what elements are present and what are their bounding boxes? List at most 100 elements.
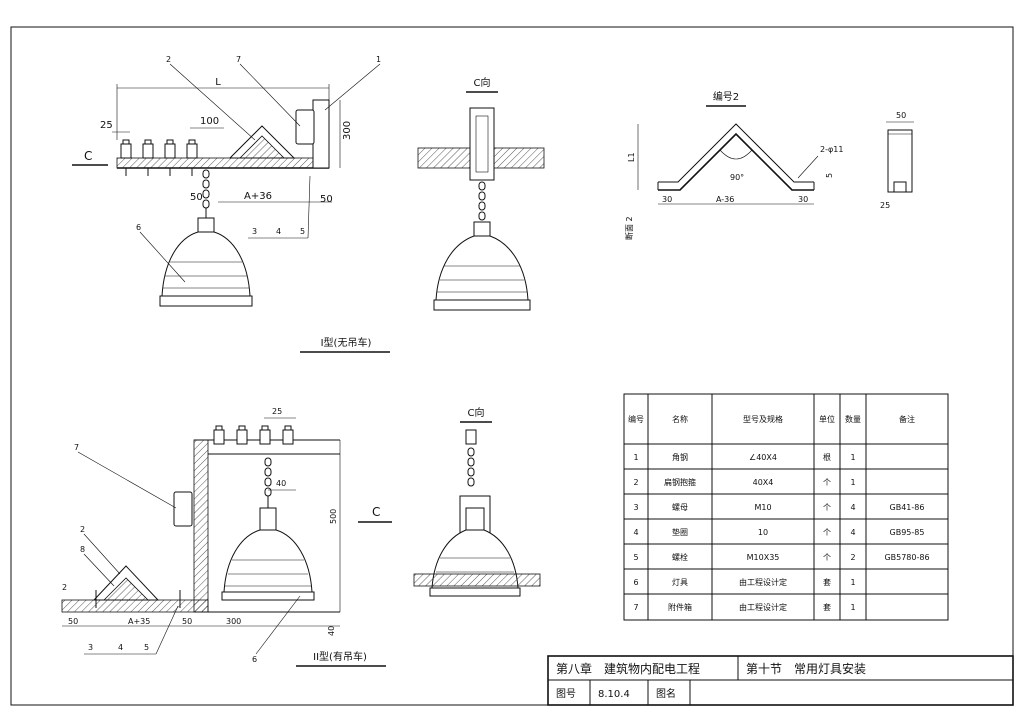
callout-7: 7 (236, 55, 241, 64)
table-header-cell: 名称 (672, 414, 688, 424)
wall-plate (312, 99, 330, 169)
callout-ii-4: 4 (118, 643, 123, 652)
table-cell: 5 (633, 553, 638, 562)
callout-3: 3 (252, 227, 257, 236)
drawing-name-label: 图名 (656, 687, 676, 700)
table-cell: 螺母 (672, 502, 688, 512)
dim-ii-40: 40 (276, 479, 286, 488)
table-cell: 1 (850, 578, 855, 587)
view-c-top: C向 (417, 76, 545, 311)
table-cell: 1 (850, 478, 855, 487)
section-letter-c-ii: C (372, 505, 380, 519)
table-cell: ∠40X4 (749, 453, 777, 462)
beam-section (116, 157, 330, 169)
table-cell: 由工程设计定 (739, 577, 787, 587)
chain (202, 169, 210, 218)
callout-2: 2 (166, 55, 171, 64)
bottom-beam (61, 599, 209, 613)
clamp-detail: 50 25 (880, 111, 914, 210)
dim-50b: 50 (320, 194, 333, 205)
table-cell: 个 (823, 553, 831, 562)
part2-angle: 90° (730, 173, 744, 182)
bolt-row (120, 139, 198, 176)
callout-1: 1 (376, 55, 381, 64)
table-cell: 螺栓 (672, 552, 688, 562)
dim-ii-500: 500 (329, 509, 338, 524)
part2-dim-5: 5 (825, 173, 834, 178)
callout-ii-3: 3 (88, 643, 93, 652)
view-type-i: L 25 100 300 50 A+36 50 C 2 7 1 3 4 5 6 … (72, 55, 390, 353)
accessory-box-ii (173, 491, 193, 527)
dim-L: L (215, 77, 221, 88)
dim-25: 25 (100, 120, 113, 131)
part2-dim-30b: 30 (798, 195, 808, 204)
dim-ii-a35: A+35 (128, 617, 150, 626)
callout-ii-2: 2 (80, 525, 85, 534)
table-cell: 角钢 (672, 452, 688, 462)
table-cell: 扁钢抱箍 (664, 477, 696, 487)
table-cell: GB5780-86 (884, 553, 929, 562)
dim-ii-50b: 50 (182, 617, 192, 626)
title-block: 第八章 建筑物内配电工程 第十节 常用灯具安装 图号 8.10.4 图名 (547, 655, 1014, 706)
callout-6: 6 (136, 223, 141, 232)
view-c-bottom: C向 (413, 406, 541, 597)
table-header-cell: 数量 (845, 414, 861, 424)
chain-ii (264, 457, 272, 508)
table-cell: 个 (823, 478, 831, 487)
callout-ii-5: 5 (144, 643, 149, 652)
callout-5: 5 (300, 227, 305, 236)
table-cell: 4 (633, 528, 638, 537)
dim-50a: 50 (190, 192, 203, 203)
table-cell: 7 (633, 603, 638, 612)
table-cell: 1 (850, 453, 855, 462)
callout-4: 4 (276, 227, 281, 236)
label-type-i: I型(无吊车) (321, 336, 372, 349)
table-cell: 40X4 (753, 478, 774, 487)
drawing-no-label: 图号 (556, 688, 576, 700)
table-cell: 6 (633, 578, 638, 587)
part2-hole: 2-φ11 (820, 145, 843, 154)
wall-column (193, 439, 209, 613)
table-cell: 由工程设计定 (739, 602, 787, 612)
table-cell: M10X35 (747, 553, 780, 562)
clamp-dim-50: 50 (896, 111, 906, 120)
parts-table-text: 编号 名称 型号及规格 单位数量 备注 1 角钢 ∠40X4 根 1 2 扁钢抱箍 40X4 个 1 3 螺母 M… (628, 414, 930, 612)
table-cell: 4 (850, 528, 855, 537)
label-c-view-bottom: C向 (468, 406, 485, 419)
table-header-cell: 编号 (628, 414, 644, 424)
dim-a36: A+36 (244, 191, 272, 202)
label-c-view-top: C向 (474, 76, 491, 89)
dim-ii-300: 300 (226, 617, 241, 626)
dim-ii-25: 25 (272, 407, 282, 416)
drawing-no: 8.10.4 (598, 689, 630, 700)
sheet-border (10, 26, 1014, 706)
dim-300: 300 (342, 121, 353, 140)
table-header-cell: 单位 (819, 414, 835, 424)
table-cell: 2 (850, 553, 855, 562)
table-cell: GB41-86 (890, 503, 925, 512)
table-cell: 根 (823, 452, 831, 462)
part2-dim-L1: L1 (627, 152, 636, 162)
table-cell: 套 (823, 577, 831, 587)
part2-side-label: 断面 2 (624, 216, 634, 240)
table-cell: 个 (823, 528, 831, 537)
table-header-cell: 备注 (899, 414, 915, 424)
view-type-ii: 25 40 500 2 50 A+35 50 300 40 C 7 2 8 3 … (61, 407, 392, 667)
parts-table (623, 393, 949, 621)
table-cell: 10 (758, 528, 768, 537)
table-header-cell: 型号及规格 (743, 414, 783, 424)
table-cell: 垫圈 (672, 527, 688, 537)
pendant-lamp-ii (221, 507, 315, 601)
bolt-row-ii (213, 425, 294, 445)
dim-ii-2: 2 (62, 583, 67, 592)
section-title: 第十节 常用灯具安装 (746, 661, 866, 676)
callout-ii-8: 8 (80, 545, 85, 554)
dim-ii-50a: 50 (68, 617, 78, 626)
table-cell: 个 (823, 503, 831, 512)
table-cell: 4 (850, 503, 855, 512)
table-cell: 附件箱 (668, 602, 692, 612)
table-cell: 3 (633, 503, 638, 512)
table-cell: 1 (633, 453, 638, 462)
part-2-detail: 编号2 90° L1 30 A-36 30 2-φ11 5 断面 2 (624, 90, 843, 240)
